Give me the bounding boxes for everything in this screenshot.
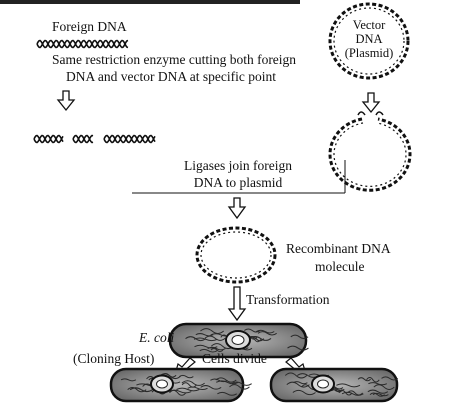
arrow-down-right xyxy=(361,92,381,114)
label-vector-line3: (Plasmid) xyxy=(344,46,394,60)
label-transformation: Transformation xyxy=(246,292,330,307)
dna-fragment-middle xyxy=(72,134,94,144)
label-vector-line1: Vector xyxy=(352,18,386,32)
dna-fragment-right xyxy=(103,134,156,144)
label-ecoli: E. coli xyxy=(139,330,175,345)
arrow-to-recombinant xyxy=(227,197,247,220)
ecoli-cell-daughter-right xyxy=(269,367,399,403)
foreign-dna-strand xyxy=(36,39,129,49)
recombinant-plasmid xyxy=(195,226,277,284)
label-recombinant-line1: Recombinant DNA xyxy=(286,241,391,256)
label-restriction-line2: DNA and vector DNA at specific point xyxy=(66,69,276,84)
dna-fragment-left xyxy=(33,134,64,144)
label-cloning-host: (Cloning Host) xyxy=(73,351,155,366)
cut-plasmid xyxy=(328,111,412,192)
label-ligase-line1: Ligases join foreign xyxy=(184,158,292,173)
ecoli-cell-parent xyxy=(168,322,309,359)
label-restriction-line1: Same restriction enzyme cutting both for… xyxy=(52,52,297,67)
label-cells-divide: Cells divide xyxy=(202,351,267,366)
ligase-bracket xyxy=(132,160,346,194)
ecoli-cell-daughter-left xyxy=(109,367,252,403)
label-ligase-line2: DNA to plasmid xyxy=(193,175,283,190)
arrow-down-left xyxy=(56,90,76,112)
label-recombinant-line2: molecule xyxy=(315,259,365,274)
arrow-transformation xyxy=(227,286,247,322)
label-foreign-dna: Foreign DNA xyxy=(52,19,127,34)
vector-plasmid xyxy=(328,2,410,80)
label-vector-line2: DNA xyxy=(355,32,383,46)
cropped-heading-remnant xyxy=(0,0,300,4)
